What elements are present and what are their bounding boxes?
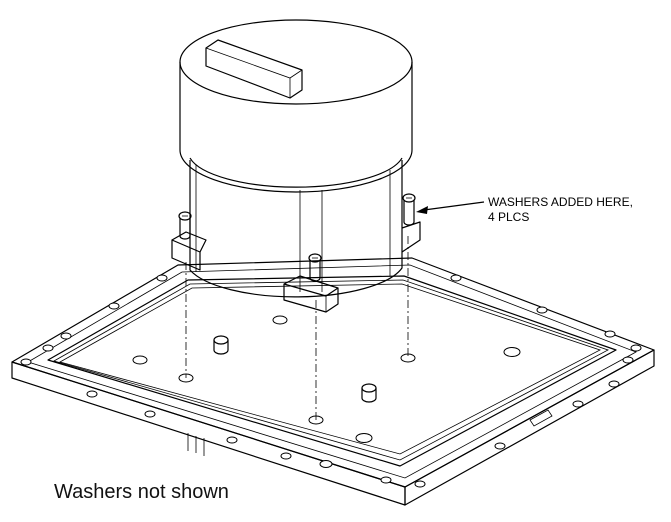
housing-lower [189,160,403,298]
leader-line [416,201,485,214]
caption: Washers not shown [54,481,229,503]
inner-holes [132,315,521,443]
callout-line-2: 4 PLCS [488,210,529,224]
gasket-groove [47,275,617,467]
mounting-tab-left [171,211,207,271]
mounting-tab-front [283,253,339,313]
alignment-pins [213,335,377,403]
top-handle [205,39,303,99]
mounting-tab-right [401,193,421,253]
perimeter-holes [20,274,642,488]
callout-line-1: WASHERS ADDED HERE, [488,195,633,209]
centerlines [185,236,409,420]
housing-upper [179,19,413,193]
base-plate [11,257,655,506]
